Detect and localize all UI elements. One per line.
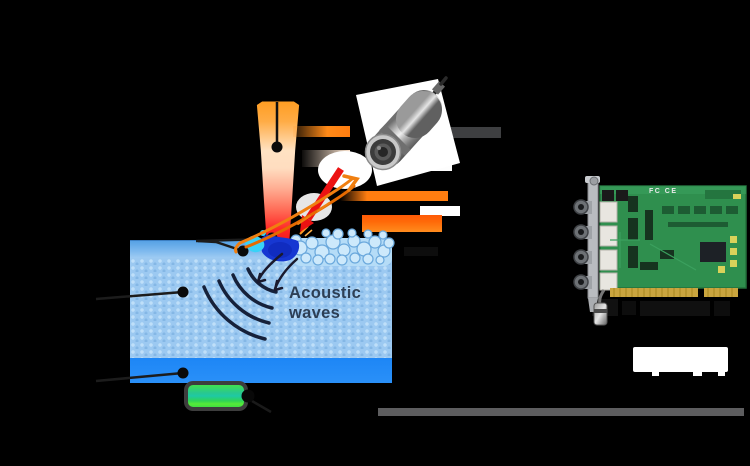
hidden-text-remnant	[714, 301, 730, 316]
white-speck	[652, 372, 659, 376]
acoustic-waves-label: Acoustic waves	[289, 283, 379, 323]
highlight-bar-orange-2	[340, 191, 448, 201]
white-speck	[693, 372, 702, 376]
white-label-box	[633, 347, 728, 372]
highlight-bar-white-2	[420, 206, 460, 216]
highlight-bar-white-1	[418, 156, 452, 171]
highlight-bar-peach	[302, 150, 350, 167]
hidden-text-remnant	[622, 301, 636, 315]
laser-beam-icon	[256, 101, 300, 247]
hidden-text-remnant	[404, 247, 438, 256]
workpiece-bottom-band	[130, 358, 392, 383]
highlight-bar-orange-1	[293, 126, 350, 137]
laser-sight-arrow-icon	[300, 167, 344, 232]
highlight-bar-orange-3	[362, 215, 442, 232]
highlight-bar-dark	[437, 127, 501, 138]
hidden-text-remnant	[640, 301, 710, 316]
white-speck	[718, 372, 725, 376]
fc-ce-marks: FC CE	[649, 188, 678, 195]
bottom-gray-bar	[378, 408, 744, 416]
acoustic-label-line2: waves	[289, 304, 341, 322]
hidden-text-remnant	[592, 299, 618, 316]
green-support-block	[184, 381, 248, 411]
workpiece-top-band	[130, 240, 392, 259]
acoustic-label-line1: Acoustic	[289, 284, 362, 302]
